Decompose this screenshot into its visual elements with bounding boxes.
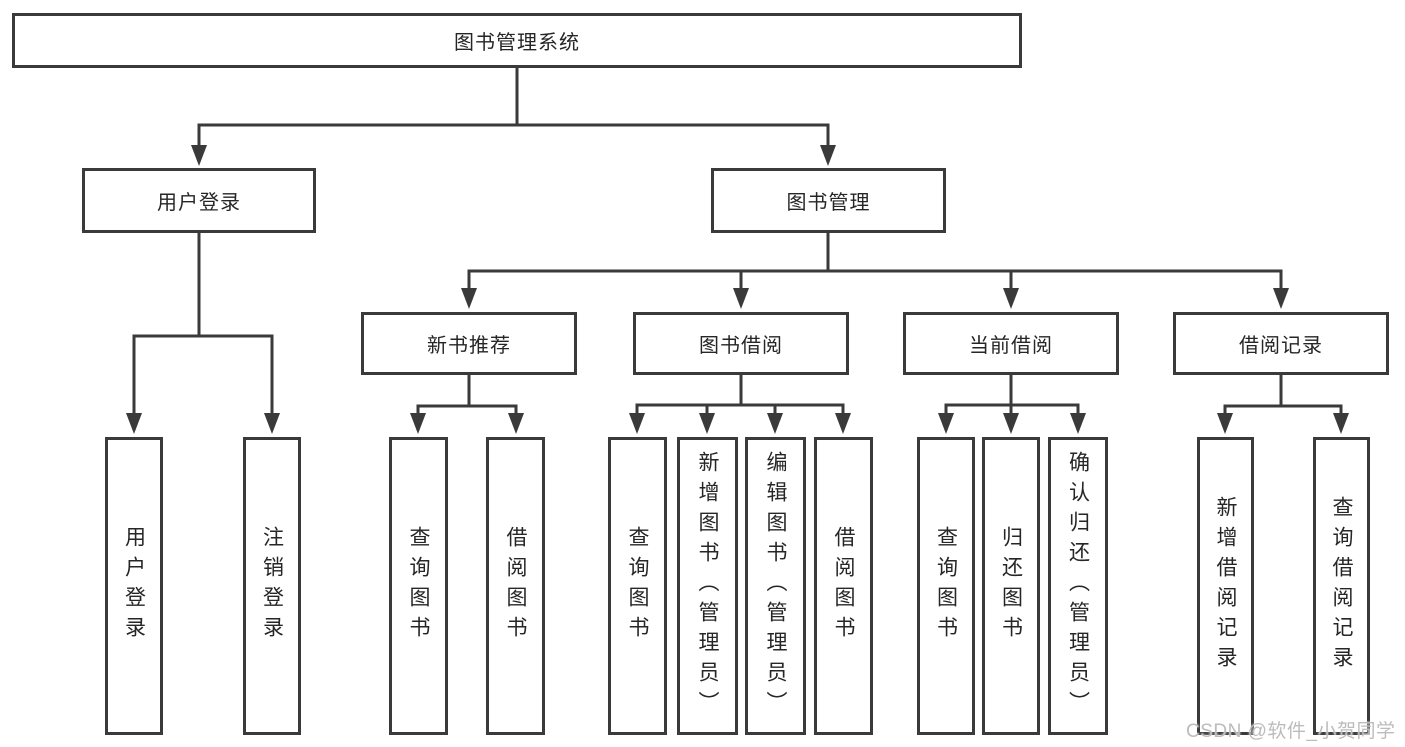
leaf-confirm-return-admin: 确认归还（管理员）	[1048, 437, 1108, 735]
leaf-query-books-current: 查询图书	[917, 437, 975, 735]
leaf-query-books-borrow: 查询图书	[608, 437, 667, 735]
node-book-borrowing: 图书借阅	[633, 312, 849, 375]
leaf-logout: 注销登录	[243, 437, 301, 735]
leaf-edit-books-admin: 编辑图书（管理员）	[745, 437, 806, 735]
node-current-borrowing: 当前借阅	[903, 312, 1119, 375]
leaf-add-borrow-record: 新增借阅记录	[1197, 437, 1254, 735]
leaf-borrow-books: 借阅图书	[814, 437, 873, 735]
leaf-query-books-recommend: 查询图书	[389, 437, 448, 735]
leaf-query-borrow-record: 查询借阅记录	[1313, 437, 1370, 735]
node-user-login-module: 用户登录	[82, 168, 316, 233]
node-borrowing-records: 借阅记录	[1173, 312, 1389, 375]
node-book-management-module: 图书管理	[711, 168, 946, 233]
leaf-user-login: 用户登录	[105, 437, 163, 735]
leaf-return-books: 归还图书	[982, 437, 1040, 735]
leaf-borrow-books-recommend: 借阅图书	[486, 437, 545, 735]
node-library-management-system: 图书管理系统	[12, 13, 1022, 68]
leaf-add-books-admin: 新增图书（管理员）	[677, 437, 738, 735]
arrowheads	[126, 145, 1349, 434]
csdn-watermark: CSDN @软件_小贺同学	[1186, 721, 1396, 742]
node-new-book-recommendation: 新书推荐	[361, 312, 577, 375]
